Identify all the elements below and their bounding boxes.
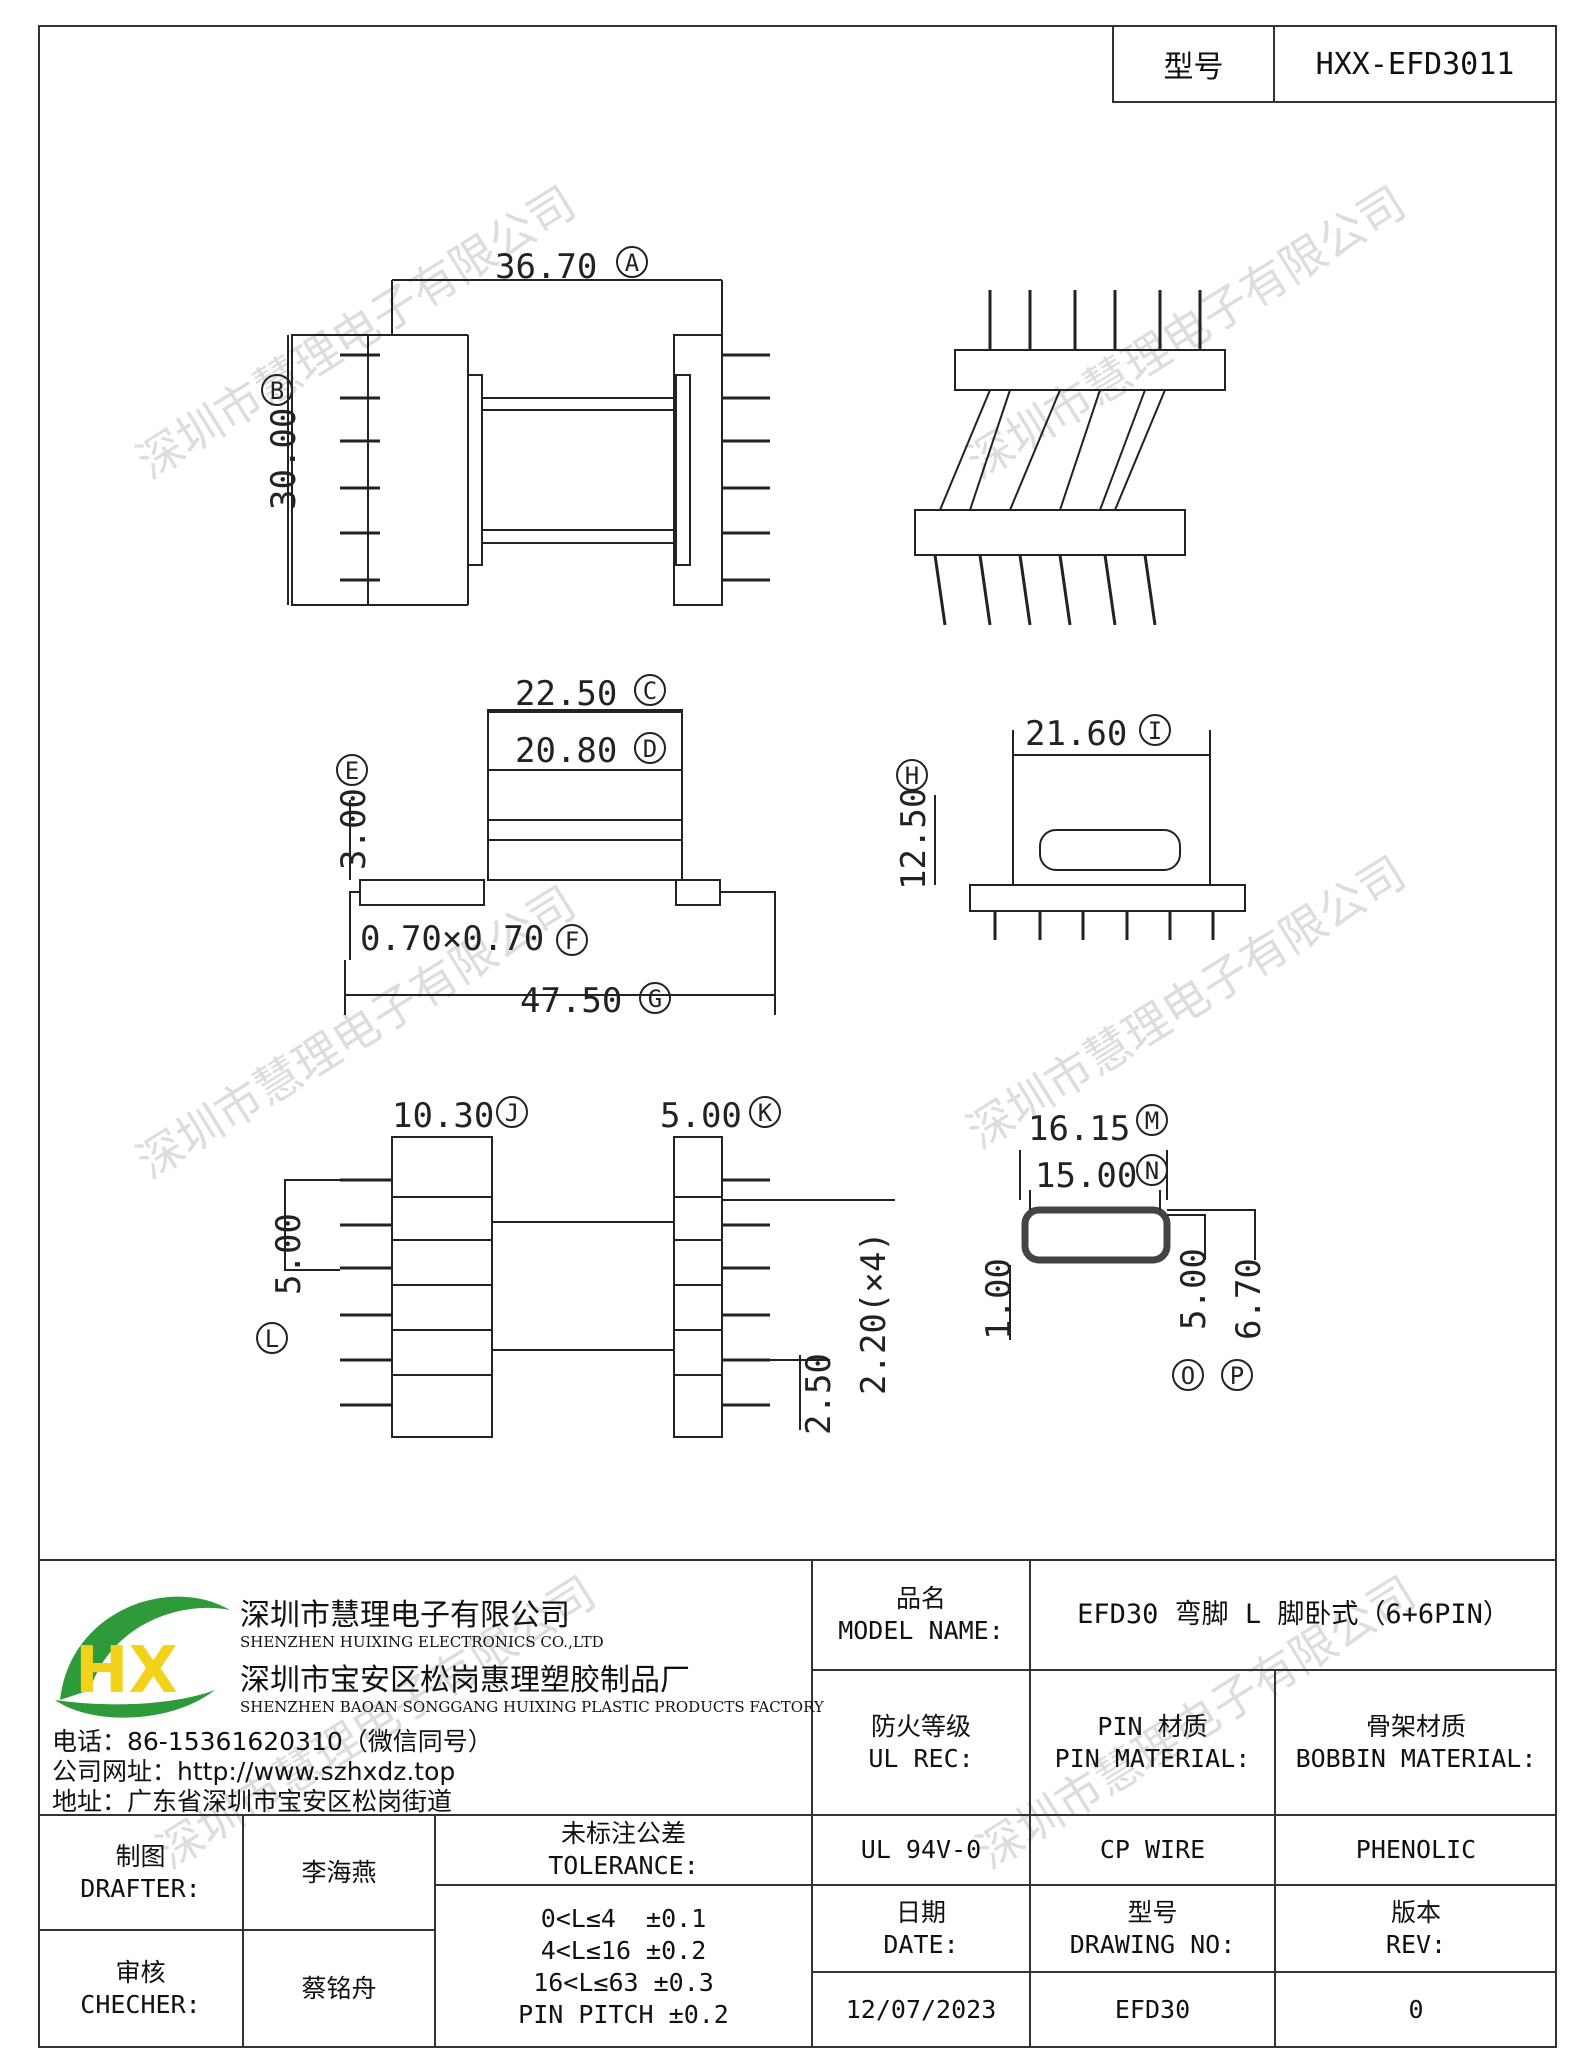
- company-address: 地址：广东省深圳市宝安区松岗街道: [52, 1787, 453, 1816]
- factory-name-en: SHENZHEN BAOAN SONGGANG HUIXING PLASTIC …: [240, 1698, 824, 1716]
- svg-text:E: E: [345, 757, 359, 785]
- dim-e-text: 3.00: [334, 788, 374, 870]
- dimension-labels: 36.70 30.00 22.50 20.80 3.00 0.70×0.70 4…: [264, 247, 1269, 1435]
- model-value: HXX-EFD3011: [1273, 25, 1557, 103]
- fire-rating-value: UL 94V-0: [860, 1835, 982, 1864]
- dim-m-text: 16.15: [1028, 1109, 1130, 1149]
- marker-d: D: [634, 732, 666, 764]
- svg-text:G: G: [648, 985, 662, 1013]
- section-view: [1009, 1150, 1256, 1340]
- title-block-grid: [38, 1559, 1557, 2048]
- svg-text:D: D: [643, 735, 657, 763]
- dim-p-text: 6.70: [1229, 1258, 1269, 1340]
- marker-p: P: [1221, 1359, 1253, 1391]
- dim-o-text: 5.00: [1174, 1248, 1214, 1330]
- drawing-frame: [38, 25, 1557, 2048]
- front-view: [934, 730, 1246, 940]
- dim-j-text: 10.30: [392, 1096, 494, 1136]
- marker-a: A: [616, 246, 648, 278]
- dim-q-text: 1.00: [979, 1258, 1019, 1340]
- drawing-no-value: EFD30: [1114, 1995, 1191, 2024]
- marker-o: O: [1172, 1359, 1204, 1391]
- company-logo: HX: [55, 1596, 230, 1718]
- company-name-cn: 深圳市慧理电子有限公司: [240, 1598, 570, 1633]
- factory-name-cn: 深圳市宝安区松岗惠理塑胶制品厂: [240, 1663, 690, 1698]
- watermark-4: 深圳市慧理电子有限公司: [957, 845, 1415, 1159]
- dim-k-text: 5.00: [660, 1096, 742, 1136]
- marker-f: F: [556, 924, 588, 956]
- model-label: 型号: [1112, 25, 1275, 103]
- dim-d-text: 20.80: [515, 731, 617, 771]
- checker-value: 蔡铭舟: [301, 1974, 377, 2003]
- svg-text:A: A: [625, 249, 640, 277]
- svg-text:L: L: [265, 1325, 279, 1353]
- marker-n: N: [1136, 1154, 1168, 1186]
- watermark-2: 深圳市慧理电子有限公司: [957, 175, 1415, 489]
- dim-c-text: 22.50: [515, 674, 617, 714]
- marker-e: E: [336, 754, 368, 786]
- marker-i: I: [1139, 714, 1171, 746]
- marker-l: L: [256, 1322, 288, 1354]
- dim-a-text: 36.70: [495, 247, 597, 287]
- marker-c: C: [634, 674, 666, 706]
- svg-text:O: O: [1181, 1362, 1195, 1390]
- svg-text:K: K: [758, 1099, 773, 1127]
- dim-r-text: 2.20(×4): [854, 1231, 894, 1395]
- company-website[interactable]: 公司网址：http://www.szhxdz.top: [52, 1757, 456, 1786]
- marker-k: K: [749, 1096, 781, 1128]
- company-phone: 电话：86-15361620310（微信同号）: [52, 1727, 493, 1756]
- marker-h: H: [896, 759, 928, 791]
- dim-f-text: 0.70×0.70: [360, 919, 544, 959]
- svg-text:F: F: [565, 927, 579, 955]
- svg-text:M: M: [1145, 1107, 1159, 1135]
- dim-i-text: 21.60: [1025, 714, 1127, 754]
- svg-text:N: N: [1145, 1157, 1159, 1185]
- model-name-value: EFD30 弯脚 L 脚卧式（6+6PIN）: [1077, 1599, 1510, 1630]
- marker-m: M: [1136, 1104, 1168, 1136]
- dim-s-text: 2.50: [799, 1353, 839, 1435]
- bobbin-material-value: PHENOLIC: [1355, 1835, 1477, 1864]
- svg-text:C: C: [643, 677, 657, 705]
- dim-g-text: 47.50: [520, 981, 622, 1021]
- tolerance-values: 0<L≤4 ±0.1 4<L≤16 ±0.2 16<L≤63 ±0.3 PIN …: [518, 1903, 729, 2029]
- iso-view: [914, 290, 1226, 626]
- svg-text:P: P: [1230, 1362, 1244, 1390]
- dim-b-text: 30.00: [264, 408, 304, 510]
- side-view: [344, 709, 776, 1015]
- marker-g: G: [639, 982, 671, 1014]
- marker-b: B: [261, 374, 293, 406]
- pin-material-value: CP WIRE: [1099, 1835, 1206, 1864]
- svg-text:H: H: [905, 762, 919, 790]
- date-value: 12/07/2023: [845, 1995, 997, 2024]
- dim-h-text: 12.50: [894, 788, 934, 890]
- svg-text:J: J: [505, 1099, 519, 1127]
- dim-n-text: 15.00: [1035, 1156, 1137, 1196]
- markers: A B C D E F G H I J K L M N O P: [256, 246, 1253, 1391]
- company-name-en: SHENZHEN HUIXING ELECTRONICS CO.,LTD: [240, 1633, 604, 1651]
- revision-value: 0: [1408, 1995, 1424, 2024]
- drafter-value: 李海燕: [301, 1857, 377, 1887]
- dim-l-text: 5.00: [269, 1213, 309, 1295]
- svg-text:B: B: [270, 377, 284, 405]
- marker-j: J: [496, 1096, 528, 1128]
- top-view: [287, 279, 770, 606]
- svg-text:I: I: [1148, 717, 1162, 745]
- svg-text:HX: HX: [75, 1634, 178, 1708]
- bottom-view: [284, 1136, 895, 1438]
